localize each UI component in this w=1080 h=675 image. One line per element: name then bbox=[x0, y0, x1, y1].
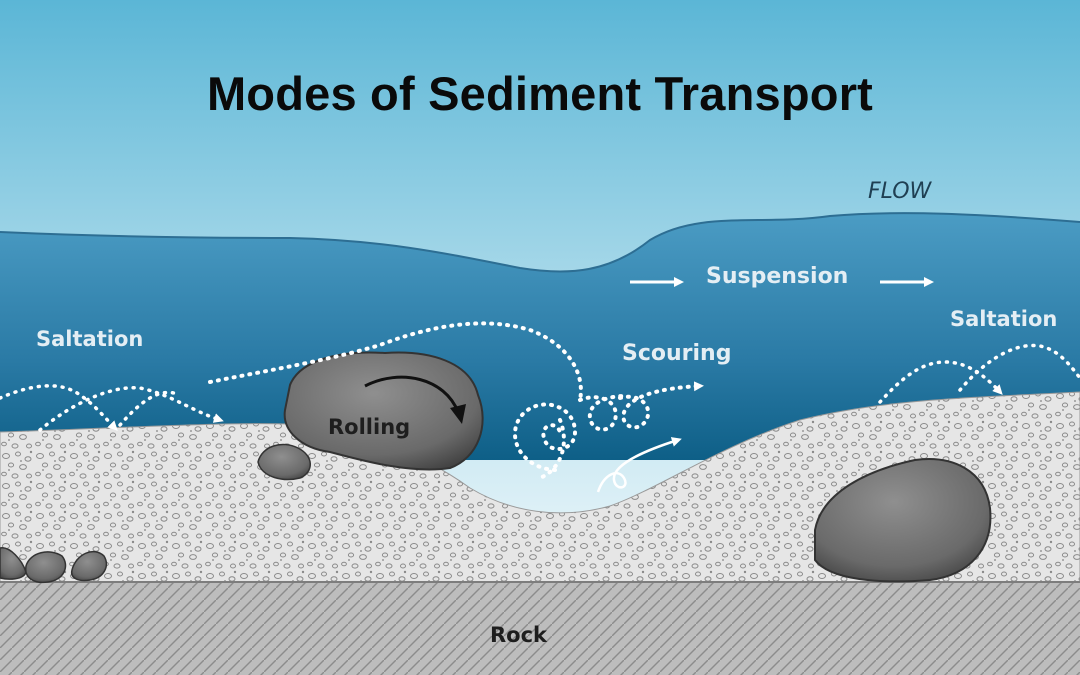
diagram-title: Modes of Sediment Transport bbox=[206, 67, 874, 120]
flow-label: FLOW bbox=[868, 179, 933, 204]
scouring-loop-3 bbox=[538, 418, 566, 480]
scouring-loop-1 bbox=[578, 394, 627, 432]
saltation-trajectory-right-1 bbox=[878, 360, 1003, 404]
sediment-trajectory-main bbox=[208, 321, 583, 402]
scour-swirl-icon bbox=[596, 437, 682, 493]
suspension-label: Suspension bbox=[706, 264, 848, 289]
large-boulder bbox=[814, 458, 992, 583]
pebble-2 bbox=[25, 551, 67, 584]
bedrock-layer bbox=[0, 582, 1080, 675]
water-surface-line bbox=[0, 212, 1080, 273]
scouring-spiral bbox=[513, 402, 578, 472]
scouring-label: Scouring bbox=[622, 341, 731, 366]
rotation-arrow-icon bbox=[364, 375, 460, 413]
small-stone bbox=[257, 443, 311, 481]
saltation-trajectory-left-2 bbox=[38, 385, 224, 432]
pebble-3 bbox=[70, 550, 108, 582]
rolling-boulder bbox=[283, 351, 484, 471]
rock-label: Rock bbox=[490, 623, 548, 647]
rotation-arrowhead-icon bbox=[450, 404, 466, 424]
water-body bbox=[0, 213, 1080, 460]
saltation-trajectory-left-1 bbox=[0, 384, 118, 431]
saltation-left-label: Saltation bbox=[36, 327, 143, 351]
saltation-trajectory-left-3 bbox=[118, 390, 182, 427]
saltation-trajectory-right-2 bbox=[958, 343, 1080, 392]
rolling-label: Rolling bbox=[328, 415, 410, 439]
gravel-bed bbox=[0, 391, 1080, 591]
scouring-loop-2 bbox=[618, 381, 704, 430]
saltation-right-label: Saltation bbox=[950, 307, 1057, 331]
